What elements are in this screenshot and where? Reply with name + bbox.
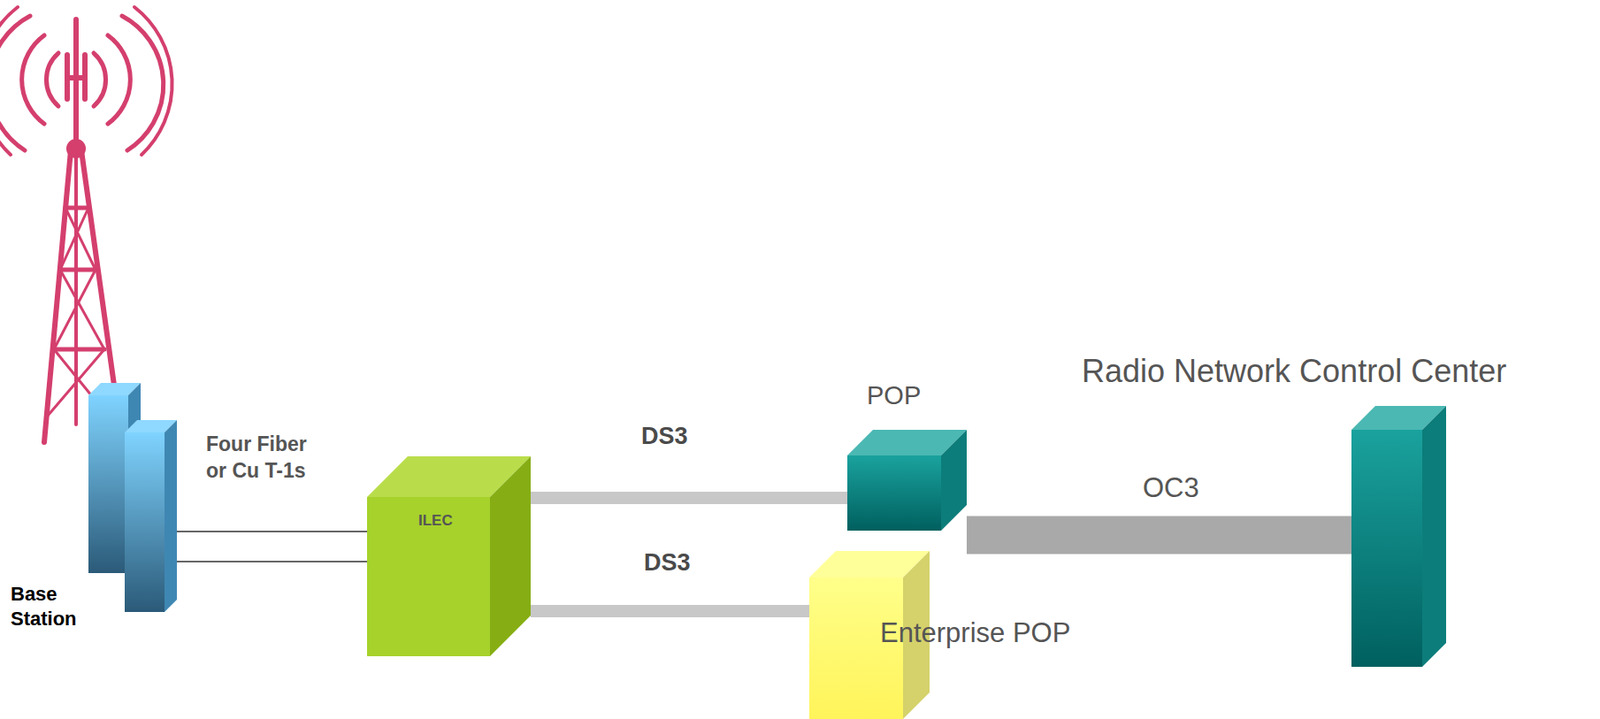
link-label: OC3 bbox=[1142, 470, 1200, 506]
node-label: Base Station bbox=[10, 581, 92, 631]
link-line bbox=[966, 516, 1352, 555]
enterprise-pop-box: Enterprise POP bbox=[809, 551, 930, 719]
node-label: ILEC bbox=[418, 511, 453, 530]
box-front bbox=[88, 395, 129, 574]
box-front bbox=[367, 497, 490, 657]
box-shape bbox=[847, 429, 967, 531]
link-label: DS3 bbox=[641, 421, 689, 452]
link-line bbox=[530, 604, 810, 618]
node-label: POP bbox=[866, 379, 921, 412]
box-side bbox=[1422, 405, 1447, 667]
node-label: Enterprise POP bbox=[880, 616, 1071, 651]
link-label: DS3 bbox=[643, 547, 691, 579]
box-side bbox=[941, 429, 967, 531]
ilec-box: ILEC bbox=[367, 456, 531, 657]
link-line bbox=[176, 560, 368, 563]
box-shape bbox=[1351, 405, 1447, 667]
radio-tower bbox=[0, 7, 173, 443]
control-center-box: Radio Network Control Center bbox=[1351, 405, 1447, 667]
box-shape bbox=[88, 382, 177, 613]
box-front bbox=[1351, 429, 1423, 667]
link-line bbox=[530, 491, 848, 505]
base-station: Base Station bbox=[88, 382, 177, 613]
box-side bbox=[489, 456, 531, 657]
pop-box: POP bbox=[847, 429, 967, 531]
box-front bbox=[847, 455, 942, 531]
box-front bbox=[124, 432, 165, 613]
box-shape bbox=[367, 456, 531, 657]
link-label: Four Fiber or Cu T-1s bbox=[206, 431, 326, 485]
tower-hub bbox=[66, 138, 86, 159]
link-line bbox=[176, 530, 368, 533]
node-label: Radio Network Control Center bbox=[1081, 351, 1507, 391]
box-side bbox=[164, 420, 177, 613]
